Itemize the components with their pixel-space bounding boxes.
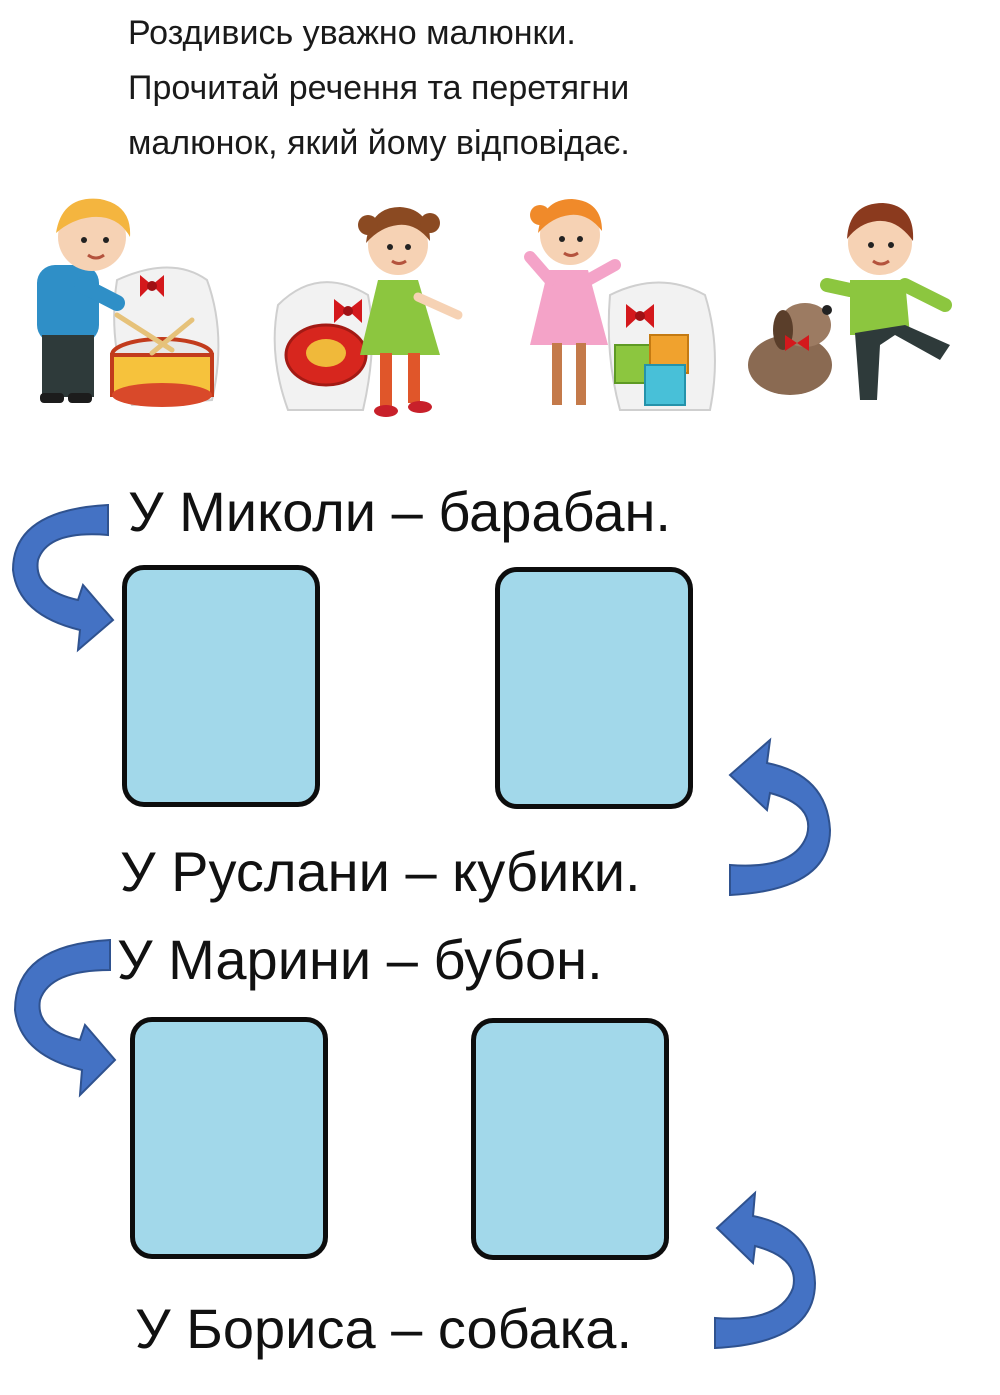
instruction-line-1: Роздивись уважно малюнки.	[128, 14, 576, 52]
picture-girl-with-cubes[interactable]	[510, 185, 730, 420]
drop-zone-1[interactable]	[122, 565, 320, 807]
picture-boy-with-drum[interactable]	[22, 185, 242, 420]
instruction-line-3: малюнок, який йому відповідає.	[128, 124, 630, 162]
sentence-1: У Миколи – барабан.	[128, 480, 671, 543]
curved-arrow-icon	[11, 503, 115, 653]
drop-zone-3[interactable]	[130, 1017, 328, 1259]
picture-tray	[0, 185, 1000, 425]
picture-girl-with-tambourine[interactable]	[268, 185, 488, 420]
instruction-line-2: Прочитай речення та перетягни	[128, 69, 630, 107]
drop-zone-2[interactable]	[495, 567, 693, 809]
picture-boy-with-dog[interactable]	[745, 185, 965, 420]
curved-arrow-icon	[13, 938, 117, 1098]
curved-arrow-icon	[714, 1190, 817, 1350]
drop-zone-4[interactable]	[471, 1018, 669, 1260]
sentence-4: У Бориса – собака.	[135, 1297, 632, 1360]
sentence-2: У Руслани – кубики.	[120, 840, 641, 903]
instructions: Роздивись уважно малюнки. Прочитай речен…	[128, 6, 888, 171]
curved-arrow-icon	[728, 737, 832, 897]
sentence-3: У Марини – бубон.	[117, 928, 603, 991]
